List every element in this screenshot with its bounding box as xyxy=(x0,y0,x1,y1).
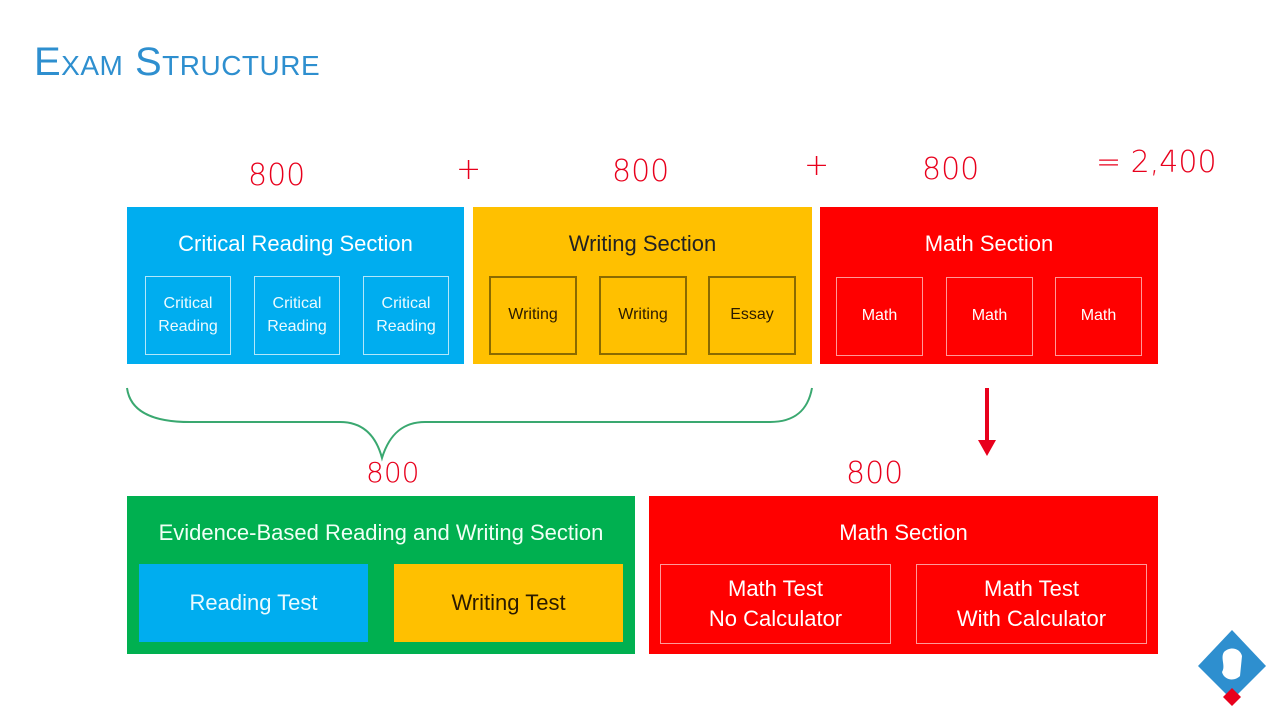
score-math: 800 xyxy=(922,152,980,187)
sub-part: Math xyxy=(1055,277,1142,356)
section-title: Evidence-Based Reading and Writing Secti… xyxy=(158,520,604,545)
critical-reading-section: Critical Reading Section Critical Readin… xyxy=(127,207,464,364)
down-arrow-icon xyxy=(978,388,996,456)
section-title: Math Section xyxy=(839,520,968,545)
score-ebrw: 800 xyxy=(366,456,420,489)
sub-part: Math xyxy=(836,277,923,356)
writing-section: Writing Section Writing Writing Essay xyxy=(473,207,812,364)
reading-test: Reading Test xyxy=(139,564,368,642)
sub-part: Writing xyxy=(599,276,687,355)
green-brace xyxy=(126,387,813,462)
sub-part: Critical Reading xyxy=(363,276,449,355)
math-test-no-calculator: Math Test No Calculator xyxy=(660,564,891,644)
score-new-math: 800 xyxy=(846,456,904,491)
sub-part: Writing xyxy=(489,276,577,355)
writing-test: Writing Test xyxy=(394,564,623,642)
total-score: = 2,400 xyxy=(1096,145,1217,180)
math-test-with-calculator: Math Test With Calculator xyxy=(916,564,1147,644)
plus-sign-1: + xyxy=(456,152,482,187)
score-writing: 800 xyxy=(612,154,670,189)
score-critical-reading: 800 xyxy=(248,158,306,193)
page-title: Exam Structure xyxy=(34,40,321,84)
sub-part: Essay xyxy=(708,276,796,355)
section-title: Critical Reading Section xyxy=(178,231,413,256)
section-title: Math Section xyxy=(924,231,1054,256)
logo-icon xyxy=(1198,630,1266,706)
sub-part: Critical Reading xyxy=(145,276,231,355)
ebrw-section: Evidence-Based Reading and Writing Secti… xyxy=(127,496,635,654)
math-section-old: Math Section Math Math Math xyxy=(820,207,1158,364)
plus-sign-2: + xyxy=(804,148,830,183)
sub-part: Math xyxy=(946,277,1033,356)
math-section-new: Math Section Math Test No Calculator Mat… xyxy=(649,496,1158,654)
section-title: Writing Section xyxy=(568,231,717,256)
sub-part: Critical Reading xyxy=(254,276,340,355)
